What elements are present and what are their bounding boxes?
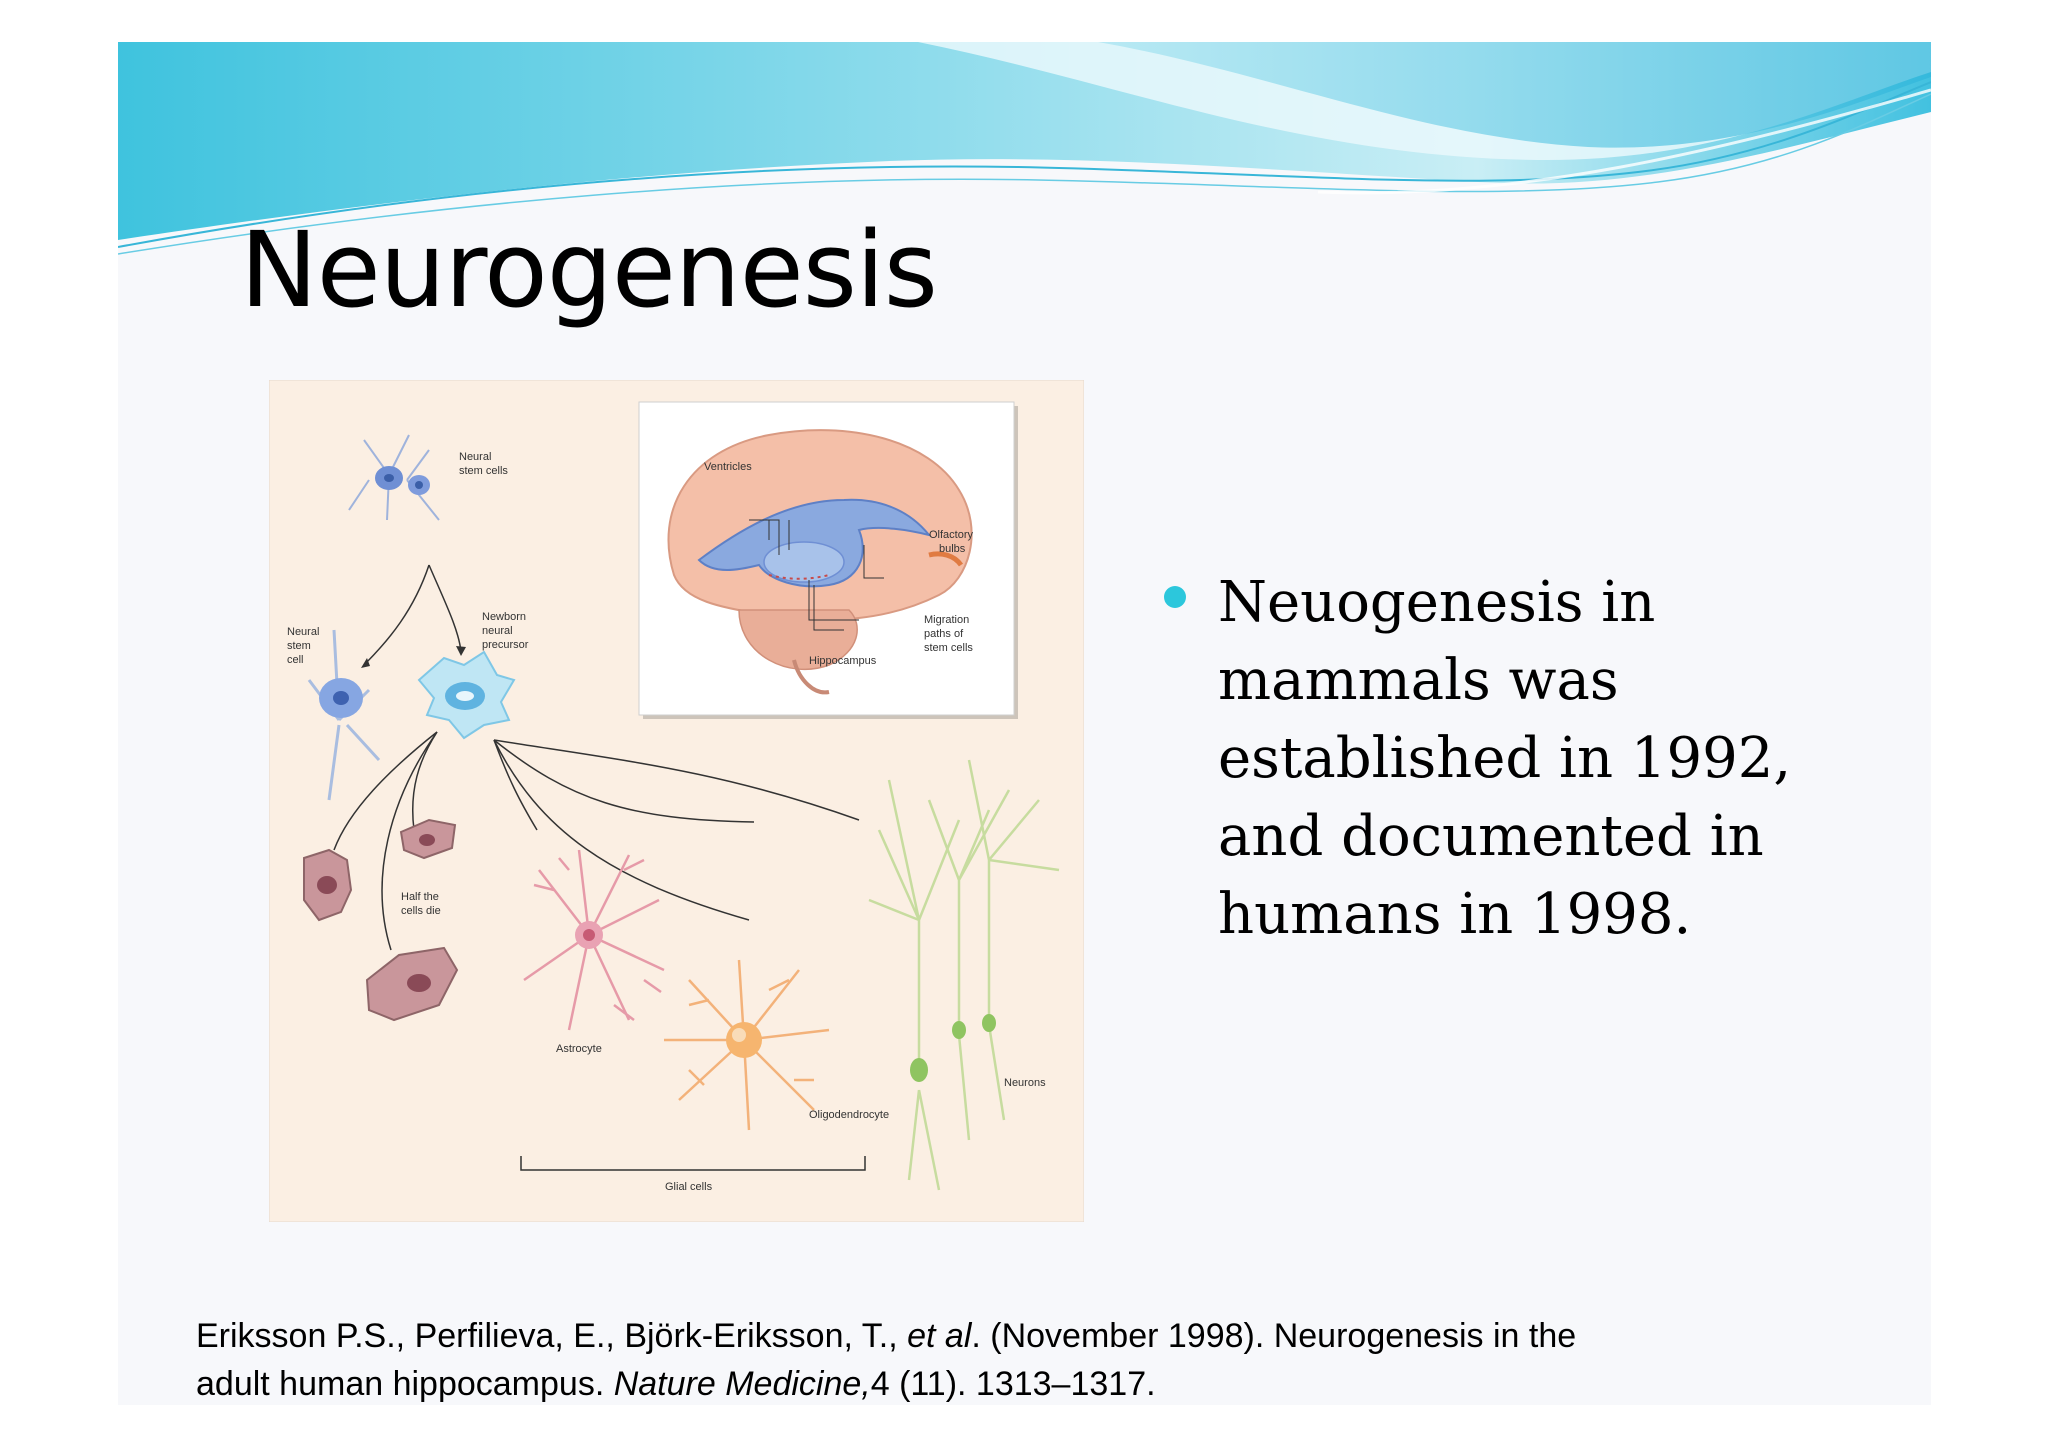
label-olfactory-2: bulbs: [939, 543, 966, 555]
dying-cell-icon: [303, 818, 459, 1022]
neurogenesis-diagram: Neural stem cells Neural stem cell Newbo…: [269, 380, 1084, 1222]
label-migration-1: Migration: [924, 614, 969, 626]
label-newborn-precursor-2: neural: [482, 625, 513, 637]
brain-inset: [638, 401, 1018, 719]
citation-authors: Eriksson P.S., Perfilieva, E., Björk-Eri…: [196, 1317, 908, 1355]
label-astrocyte: Astrocyte: [556, 1043, 602, 1055]
citation: Eriksson P.S., Perfilieva, E., Björk-Eri…: [196, 1312, 1576, 1405]
label-neural-stem-cell-1: Neural: [287, 626, 319, 638]
neuron-body-1: [910, 1058, 928, 1082]
newborn-precursor-icon: [417, 650, 516, 740]
neuron-body-2: [952, 1021, 966, 1039]
label-migration-3: stem cells: [924, 642, 973, 654]
oligodendrocyte-icon: [664, 959, 830, 1131]
neural-stem-cells-icon: [348, 434, 440, 521]
bullet-dot-icon: [1164, 586, 1186, 608]
citation-volume: 4 (11). 1313–1317.: [870, 1365, 1156, 1403]
slide: Neurogenesis Neural stem cells Neural st…: [118, 42, 1931, 1405]
label-half-die-2: cells die: [401, 905, 441, 917]
label-newborn-precursor-3: precursor: [482, 639, 529, 651]
label-migration-2: paths of: [924, 628, 964, 640]
label-neural-stem-cell-3: cell: [287, 654, 304, 666]
citation-title-end: adult human hippocampus.: [196, 1365, 614, 1403]
label-neural-stem-cells-2: stem cells: [459, 465, 508, 477]
slide-title: Neurogenesis: [240, 209, 938, 331]
label-oligodendrocyte: Oligodendrocyte: [809, 1109, 889, 1121]
label-neurons: Neurons: [1004, 1077, 1046, 1089]
astrocyte-icon: [523, 849, 665, 1031]
neural-stem-cell-icon: [307, 629, 381, 801]
label-hippocampus: Hippocampus: [809, 655, 877, 667]
label-olfactory-1: Olfactory: [929, 529, 974, 541]
label-newborn-precursor-1: Newborn: [482, 611, 526, 623]
label-ventricles: Ventricles: [704, 461, 752, 473]
label-neural-stem-cell-2: stem: [287, 640, 311, 652]
header-wave-decoration: [118, 42, 1931, 255]
label-glial-cells: Glial cells: [665, 1181, 713, 1193]
bullet-item: Neuogenesis in mammals was established i…: [1218, 570, 1792, 947]
label-neural-stem-cells-1: Neural: [459, 451, 491, 463]
glial-cells-bracket: [520, 1156, 866, 1171]
label-half-die-1: Half the: [401, 891, 439, 903]
citation-etal: et al: [907, 1317, 972, 1355]
neuron-body-3: [982, 1014, 996, 1032]
citation-date-title: . (November 1998). Neurogenesis in the: [971, 1317, 1577, 1355]
citation-journal: Nature Medicine,: [613, 1365, 871, 1403]
neurons-icon: [868, 759, 1060, 1191]
